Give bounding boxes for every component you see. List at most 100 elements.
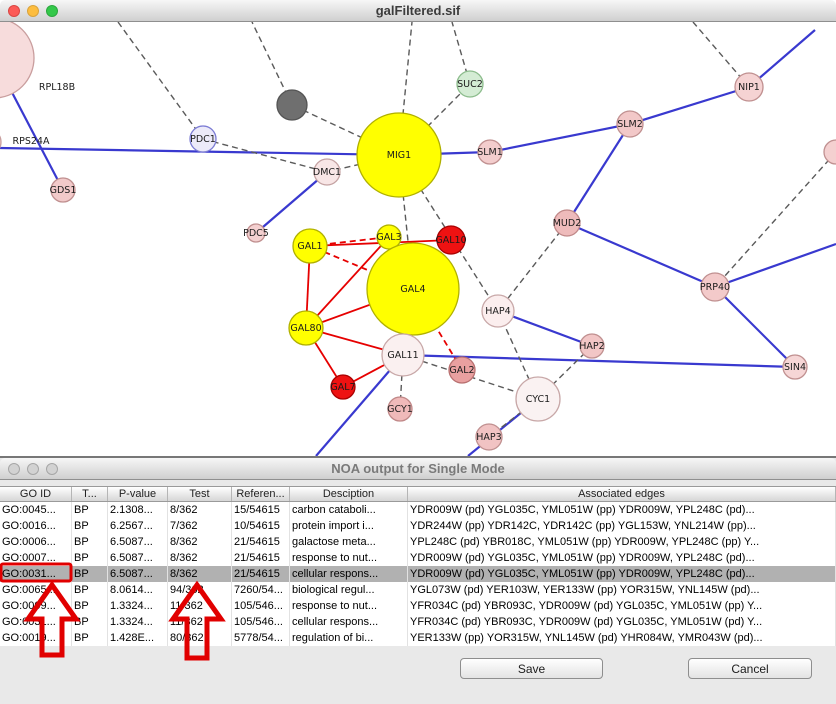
edge-slm2-nip1[interactable] — [629, 85, 750, 126]
node-GAL80[interactable] — [288, 310, 324, 346]
edge-mud2-prp40[interactable] — [566, 221, 716, 289]
node-DMC1[interactable] — [313, 158, 341, 186]
edge-slm2-mud2[interactable] — [566, 123, 631, 224]
table-cell: YDR244W (pp) YDR142C, YDR142C (pp) YGL15… — [408, 518, 836, 534]
table-cell: response to nut... — [290, 550, 408, 566]
minimize-button[interactable] — [27, 463, 39, 475]
node-RPL18B[interactable] — [0, 22, 35, 99]
cancel-button[interactable]: Cancel — [688, 658, 812, 679]
node-NIP1[interactable] — [734, 72, 764, 102]
column-header-test[interactable]: Test — [168, 487, 232, 501]
node-label-SLM1: SLM1 — [477, 147, 503, 158]
save-button[interactable]: Save — [460, 658, 603, 679]
edge-dmc1-pdc5[interactable] — [255, 171, 328, 234]
edge-edgenode-prp40[interactable] — [714, 151, 836, 288]
edge-hap4-hap2[interactable] — [497, 309, 593, 348]
node-CYC1[interactable] — [515, 376, 561, 422]
node-PDC5[interactable] — [246, 223, 266, 243]
table-cell: 6.2567... — [108, 518, 168, 534]
node-SUC2[interactable] — [456, 70, 484, 98]
table-cell: 11/362 — [168, 598, 232, 614]
node-GAL7[interactable] — [330, 374, 356, 400]
table-cell: protein import i... — [290, 518, 408, 534]
node-label-SLM2: SLM2 — [617, 119, 643, 130]
node-MIG1[interactable] — [356, 112, 442, 198]
node-GAL2[interactable] — [448, 356, 476, 384]
edge-mud2-hap4[interactable] — [497, 222, 568, 312]
column-header-pvalue[interactable]: P-value — [108, 487, 168, 501]
edge-slm1-slm2[interactable] — [489, 122, 631, 154]
node-GAL4[interactable] — [366, 242, 460, 336]
node-PRP40[interactable] — [700, 272, 730, 302]
table-cell: GO:0065... — [0, 582, 72, 598]
edge-prp40-cut[interactable] — [714, 242, 836, 289]
node-GAL10[interactable] — [436, 225, 466, 255]
node-label-GAL1: GAL1 — [297, 241, 322, 252]
node-SLM2[interactable] — [616, 110, 644, 138]
table-cell: 94/362 — [168, 582, 232, 598]
table-cell: BP — [72, 630, 108, 646]
column-header-desciption[interactable]: Desciption — [290, 487, 408, 501]
node-HAP2[interactable] — [579, 333, 605, 359]
node-edgenode[interactable] — [823, 139, 836, 165]
node-GCY1[interactable] — [387, 396, 413, 422]
table-cell: 5778/54... — [232, 630, 290, 646]
zoom-button[interactable] — [46, 5, 58, 17]
table-cell: 10/54615 — [232, 518, 290, 534]
node-label-RPS24A: RPS24A — [13, 136, 50, 147]
table-cell: GO:0006... — [0, 534, 72, 550]
column-header-t[interactable]: T... — [72, 487, 108, 501]
node-RPS24A[interactable] — [0, 129, 2, 155]
close-button[interactable] — [8, 463, 20, 475]
edge-gal11-sin4[interactable] — [402, 353, 796, 369]
edge-prp40-sin4[interactable] — [714, 286, 796, 368]
node-label-GAL10: GAL10 — [435, 235, 466, 246]
node-SLM1[interactable] — [477, 139, 503, 165]
window-controls — [8, 463, 58, 475]
zoom-button[interactable] — [46, 463, 58, 475]
column-header-goid[interactable]: GO ID — [0, 487, 72, 501]
close-button[interactable] — [8, 5, 20, 17]
table-cell: YER133W (pp) YOR315W, YNL145W (pd) YHR08… — [408, 630, 836, 646]
node-PDC1[interactable] — [189, 125, 217, 153]
node-GAL1[interactable] — [292, 228, 328, 264]
graph-window-titlebar[interactable]: galFiltered.sif — [0, 0, 836, 22]
table-cell: 105/546... — [232, 614, 290, 630]
node-SIN4[interactable] — [782, 354, 808, 380]
edge-mig1-suc2[interactable] — [398, 83, 471, 156]
node-gray1[interactable] — [276, 89, 308, 121]
node-GDS1[interactable] — [50, 177, 76, 203]
table-cell: GO:0031... — [0, 566, 72, 582]
node-GAL11[interactable] — [381, 333, 425, 377]
table-cell: 1.3324... — [108, 598, 168, 614]
edge-gal80-gal3[interactable] — [305, 236, 390, 329]
node-MUD2[interactable] — [553, 209, 581, 237]
node-label-GAL2: GAL2 — [449, 365, 474, 376]
minimize-button[interactable] — [27, 5, 39, 17]
table-cell: BP — [72, 518, 108, 534]
node-HAP3[interactable] — [475, 423, 503, 451]
edge-gal4-gal1[interactable] — [309, 245, 414, 290]
table-cell: 6.5087... — [108, 550, 168, 566]
column-header-referen[interactable]: Referen... — [232, 487, 290, 501]
node-label-HAP4: HAP4 — [485, 306, 510, 317]
table-cell: GO:0007... — [0, 550, 72, 566]
output-window-titlebar[interactable]: NOA output for Single Mode — [0, 458, 836, 480]
table-cell: YGL073W (pd) YER103W, YER133W (pp) YOR31… — [408, 582, 836, 598]
edge-cut-pdc1[interactable] — [117, 22, 204, 140]
column-header-associatededges[interactable]: Associated edges — [408, 487, 836, 501]
edge-gal11-cut[interactable] — [315, 354, 404, 456]
node-HAP4[interactable] — [481, 294, 515, 328]
edge-pdc1-dmc1[interactable] — [202, 138, 328, 173]
